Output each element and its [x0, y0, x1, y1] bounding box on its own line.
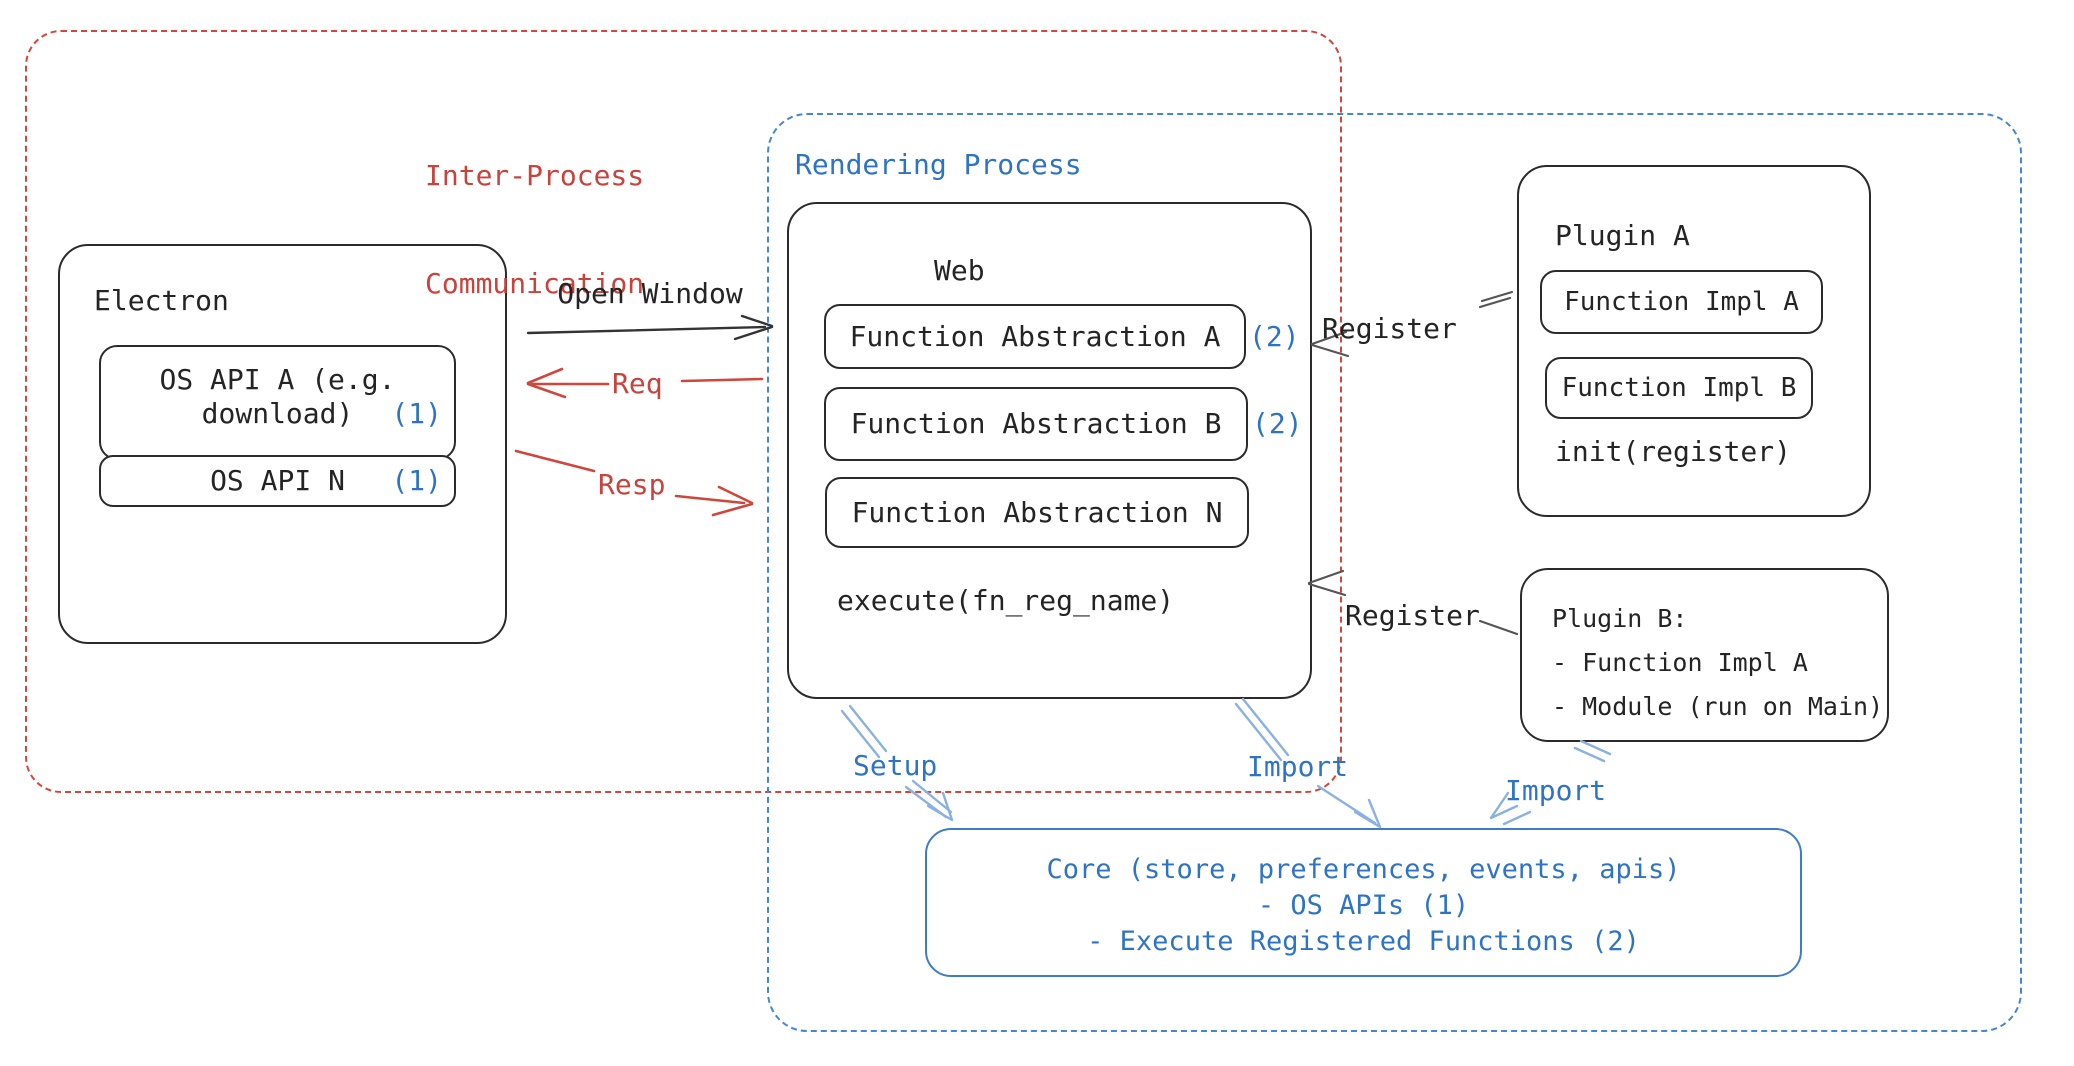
- os-api-n-badge: (1): [391, 464, 442, 497]
- init-register-label: init(register): [1555, 435, 1792, 468]
- req-label: Req: [612, 367, 663, 400]
- core-line3: - Execute Registered Functions (2): [1087, 926, 1640, 957]
- ipc-group-label: Inter-Process Communication: [425, 86, 644, 374]
- plugin-b-line3: - Module (run on Main): [1552, 692, 1884, 721]
- function-impl-b-box: Function Impl B: [1545, 357, 1813, 419]
- os-api-n-box: OS API N (1): [99, 455, 456, 507]
- register-top-label: Register: [1322, 312, 1457, 345]
- plugin-b-line1: Plugin B:: [1552, 604, 1688, 633]
- web-title: Web: [934, 254, 985, 287]
- web-box: Web Function Abstraction A Function Abst…: [787, 202, 1312, 699]
- function-abstraction-n-label: Function Abstraction N: [851, 496, 1223, 529]
- os-api-a-box: OS API A (e.g. download) (1): [99, 345, 456, 460]
- import-plugin-b-label: Import: [1505, 774, 1607, 807]
- core-box: Core (store, preferences, events, apis) …: [925, 828, 1802, 977]
- rendering-group-frame: [767, 113, 2022, 1032]
- function-impl-b-label: Function Impl B: [1561, 373, 1797, 403]
- function-abstraction-b-label: Function Abstraction B: [850, 407, 1222, 440]
- os-api-a-badge: (1): [391, 397, 442, 430]
- plugin-a-title: Plugin A: [1555, 219, 1690, 252]
- open-window-label: Open Window: [557, 277, 743, 310]
- os-api-a-line1: OS API A (e.g.: [159, 363, 396, 396]
- ipc-label-line1: Inter-Process: [425, 159, 645, 192]
- ipc-group-frame: [25, 30, 1342, 793]
- function-abstraction-n-box: Function Abstraction N: [825, 477, 1249, 548]
- ipc-label-line2: Communication: [425, 267, 645, 300]
- function-abstraction-a-label: Function Abstraction A: [849, 320, 1221, 353]
- resp-label: Resp: [598, 468, 666, 501]
- os-api-a-line2: download): [201, 397, 354, 430]
- function-impl-a-label: Function Impl A: [1564, 287, 1799, 317]
- plugin-a-box: Plugin A Function Impl A Function Impl B…: [1517, 165, 1871, 517]
- register-bottom-label: Register: [1345, 599, 1480, 632]
- plugin-b-line2: - Function Impl A: [1552, 648, 1808, 677]
- electron-box: Electron OS API A (e.g. download) (1) OS…: [58, 244, 507, 644]
- execute-label: execute(fn_reg_name): [837, 584, 1175, 617]
- fa-b-badge: (2): [1252, 407, 1303, 440]
- core-line2: - OS APIs (1): [1257, 890, 1470, 921]
- plugin-b-box: Plugin B: - Function Impl A - Module (ru…: [1520, 568, 1889, 742]
- function-abstraction-b-box: Function Abstraction B: [824, 387, 1248, 461]
- electron-title: Electron: [94, 284, 229, 317]
- os-api-n-label: OS API N: [210, 464, 345, 497]
- rendering-group-label: Rendering Process: [795, 148, 1082, 181]
- import-web-label: Import: [1247, 750, 1349, 783]
- function-impl-a-box: Function Impl A: [1540, 270, 1823, 334]
- function-abstraction-a-box: Function Abstraction A: [824, 304, 1246, 369]
- core-line1: Core (store, preferences, events, apis): [1046, 854, 1681, 885]
- setup-label: Setup: [853, 749, 938, 782]
- fa-a-badge: (2): [1249, 320, 1300, 353]
